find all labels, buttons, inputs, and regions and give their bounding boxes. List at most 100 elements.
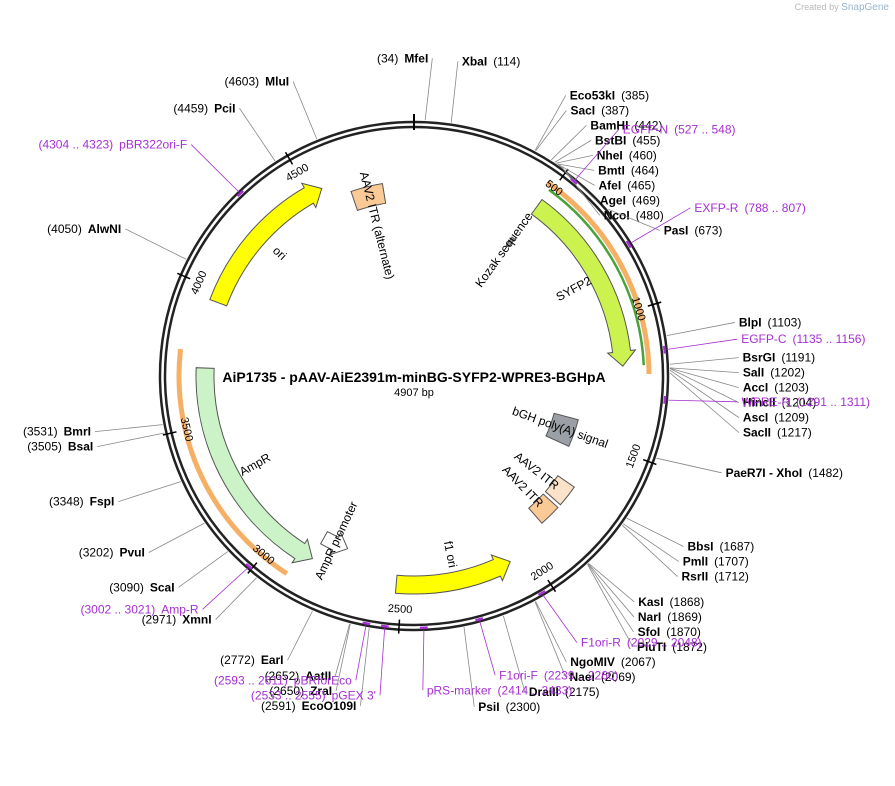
- site-leader-line: [557, 163, 595, 186]
- label-position: (385): [621, 88, 649, 102]
- primer-pbrforeco[interactable]: (2593 .. 2611)pBRforEco: [214, 673, 352, 687]
- site-leader-line: [622, 523, 679, 562]
- enzyme-ecoo109i[interactable]: (2591)EcoO109I: [261, 699, 356, 713]
- site-leader-line: [535, 110, 567, 152]
- feature-bgh-poly-a-signal[interactable]: [545, 412, 579, 448]
- label-name: EGFP-C: [741, 332, 787, 346]
- enzyme-kasi[interactable]: KasI(1868): [638, 595, 704, 609]
- label-name: EXFP-R: [694, 201, 738, 215]
- primer-leader-line: [666, 338, 738, 350]
- enzyme-paer7i-xhoi[interactable]: PaeR7I - XhoI(1482): [726, 466, 843, 480]
- enzyme-eari[interactable]: (2772)EarI: [220, 653, 283, 667]
- enzyme-saci[interactable]: SacI(387): [570, 103, 629, 117]
- enzyme-agei[interactable]: AgeI(469): [600, 193, 660, 207]
- label-name: AscI: [743, 411, 768, 425]
- enzyme-mlui[interactable]: (4603)MluI: [224, 74, 289, 88]
- enzyme-hincii[interactable]: HincII(1204): [743, 396, 816, 410]
- enzyme-sfoi[interactable]: SfoI(1870): [638, 625, 701, 639]
- enzyme-bsai[interactable]: (3505)BsaI: [27, 440, 93, 454]
- enzyme-asci[interactable]: AscI (1209): [743, 411, 809, 425]
- primer-leader-line: [422, 629, 425, 691]
- label-name: NcoI: [604, 208, 630, 222]
- site-leader-line: [656, 457, 722, 474]
- enzyme-mfei[interactable]: (34)MfeI: [377, 51, 428, 65]
- feature-aav2-itr[interactable]: [544, 474, 575, 506]
- enzyme-pluti[interactable]: PluTI(1872): [637, 640, 707, 654]
- feature-kozak-sequence[interactable]: [505, 236, 516, 248]
- enzyme-bmri[interactable]: (3531)BmrI: [23, 425, 91, 439]
- enzyme-xmni[interactable]: (2971)XmnI: [142, 613, 212, 627]
- label-name: NheI: [597, 148, 623, 162]
- enzyme-bbsi[interactable]: BbsI(1687): [688, 540, 755, 554]
- enzyme-sacii[interactable]: SacII(1217): [743, 426, 812, 440]
- enzyme-eco53ki[interactable]: Eco53kI(385): [570, 88, 649, 102]
- enzyme-nari[interactable]: NarI(1869): [638, 610, 702, 624]
- feature-ampr[interactable]: [195, 367, 314, 564]
- primer-amp-r[interactable]: (3002 .. 3021)Amp-R: [81, 602, 199, 616]
- feature-aav2-itr-alternate[interactable]: [350, 182, 387, 212]
- label-name: (2591): [261, 699, 296, 713]
- label-name: BmtI: [598, 163, 625, 177]
- feature-aav2-itr[interactable]: [528, 493, 559, 524]
- primer-f1ori-f[interactable]: F1ori-F(2239 .. 2260): [499, 668, 618, 682]
- enzyme-acci[interactable]: AccI(1203): [743, 381, 809, 395]
- site-leader-line: [588, 563, 635, 603]
- enzyme-pasi[interactable]: PasI(673): [664, 223, 723, 237]
- enzyme-bsrgi[interactable]: BsrGI(1191): [743, 351, 815, 365]
- enzyme-bstbi[interactable]: BstBI(455): [595, 133, 660, 147]
- enzyme-blpi[interactable]: BlpI(1103): [739, 315, 801, 329]
- feature-ampr-promoter[interactable]: [319, 530, 349, 556]
- primer-leader-line: [379, 628, 386, 696]
- enzyme-nhei[interactable]: NheI(460): [597, 148, 657, 162]
- enzyme-psii[interactable]: PsiI(2300): [478, 700, 540, 714]
- site-leader-line: [287, 610, 313, 661]
- enzyme-bamhi[interactable]: BamHI(442): [590, 118, 662, 132]
- site-leader-line: [669, 369, 740, 418]
- primer-pbr322ori-f[interactable]: (4304 .. 4323)pBR322ori-F: [38, 138, 187, 152]
- site-leader-line: [534, 601, 566, 677]
- enzyme-alwni[interactable]: (4050)AlwNI: [47, 222, 121, 236]
- label-position: (1209): [774, 411, 809, 425]
- primer-wpre-r[interactable]: WPRE-R(1291 .. 1311): [742, 395, 871, 409]
- primer-pgex-3[interactable]: (2533 .. 2555)pGEX 3': [251, 688, 376, 702]
- enzyme-pmli[interactable]: PmlI(1707): [683, 555, 749, 569]
- enzyme-ngomiv[interactable]: NgoMIV(2067): [570, 655, 655, 669]
- tick-label: 4500: [284, 162, 311, 185]
- enzyme-fspi[interactable]: (3348)FspI: [49, 495, 114, 509]
- primer-site-marker: [245, 562, 253, 570]
- enzyme-xbai[interactable]: XbaI(114): [462, 54, 520, 68]
- enzyme-pcii[interactable]: (4459)PciI: [173, 101, 235, 115]
- primer-prs-marker[interactable]: pRS-marker(2414 .. 2433): [427, 683, 572, 697]
- enzyme-zrai[interactable]: (2650)ZraI: [269, 684, 332, 698]
- enzyme-ncoi[interactable]: NcoI(480): [604, 208, 664, 222]
- primer-site-marker: [362, 621, 371, 626]
- label-position: (2069): [601, 670, 636, 684]
- primer-f1ori-r[interactable]: F1ori-R(2029 .. 2048): [581, 636, 702, 650]
- site-leader-line: [587, 564, 634, 648]
- label-name: BlpI: [739, 315, 762, 329]
- label-position: (1291 .. 1311): [796, 395, 870, 409]
- site-leader-line: [669, 367, 739, 374]
- enzyme-scai[interactable]: (3090)ScaI: [109, 580, 174, 594]
- enzyme-rsrii[interactable]: RsrII(1712): [682, 570, 749, 584]
- enzyme-aatii[interactable]: (2652)AatII: [265, 669, 332, 683]
- enzyme-bmti[interactable]: BmtI(464): [598, 163, 659, 177]
- feature-label-syfp2: SYFP2: [554, 273, 594, 304]
- label-name: pRS-marker: [427, 683, 492, 697]
- label-name: NaeI: [570, 670, 595, 684]
- feature-ori[interactable]: [209, 182, 323, 307]
- enzyme-sali[interactable]: SalI(1202): [743, 366, 805, 380]
- label-name: (4304 .. 4323): [38, 138, 113, 152]
- primer-egfp-c[interactable]: EGFP-C(1135 .. 1156): [741, 332, 865, 346]
- enzyme-pvui[interactable]: (3202)PvuI: [79, 545, 145, 559]
- tick-mark: [559, 168, 569, 181]
- enzyme-draiii[interactable]: DraIII(2175): [529, 685, 600, 699]
- enzyme-naei[interactable]: NaeI (2069): [570, 670, 636, 684]
- feature-f1-ori[interactable]: [394, 554, 511, 595]
- enzyme-afei[interactable]: AfeI(465): [599, 178, 656, 192]
- primer-egfp-n[interactable]: EGFP-N(527 .. 548): [623, 122, 736, 136]
- site-leader-line: [669, 372, 740, 433]
- primer-exfp-r[interactable]: EXFP-R(788 .. 807): [694, 201, 805, 215]
- label-name: BbsI: [688, 540, 714, 554]
- feature-syfp2[interactable]: [530, 198, 637, 367]
